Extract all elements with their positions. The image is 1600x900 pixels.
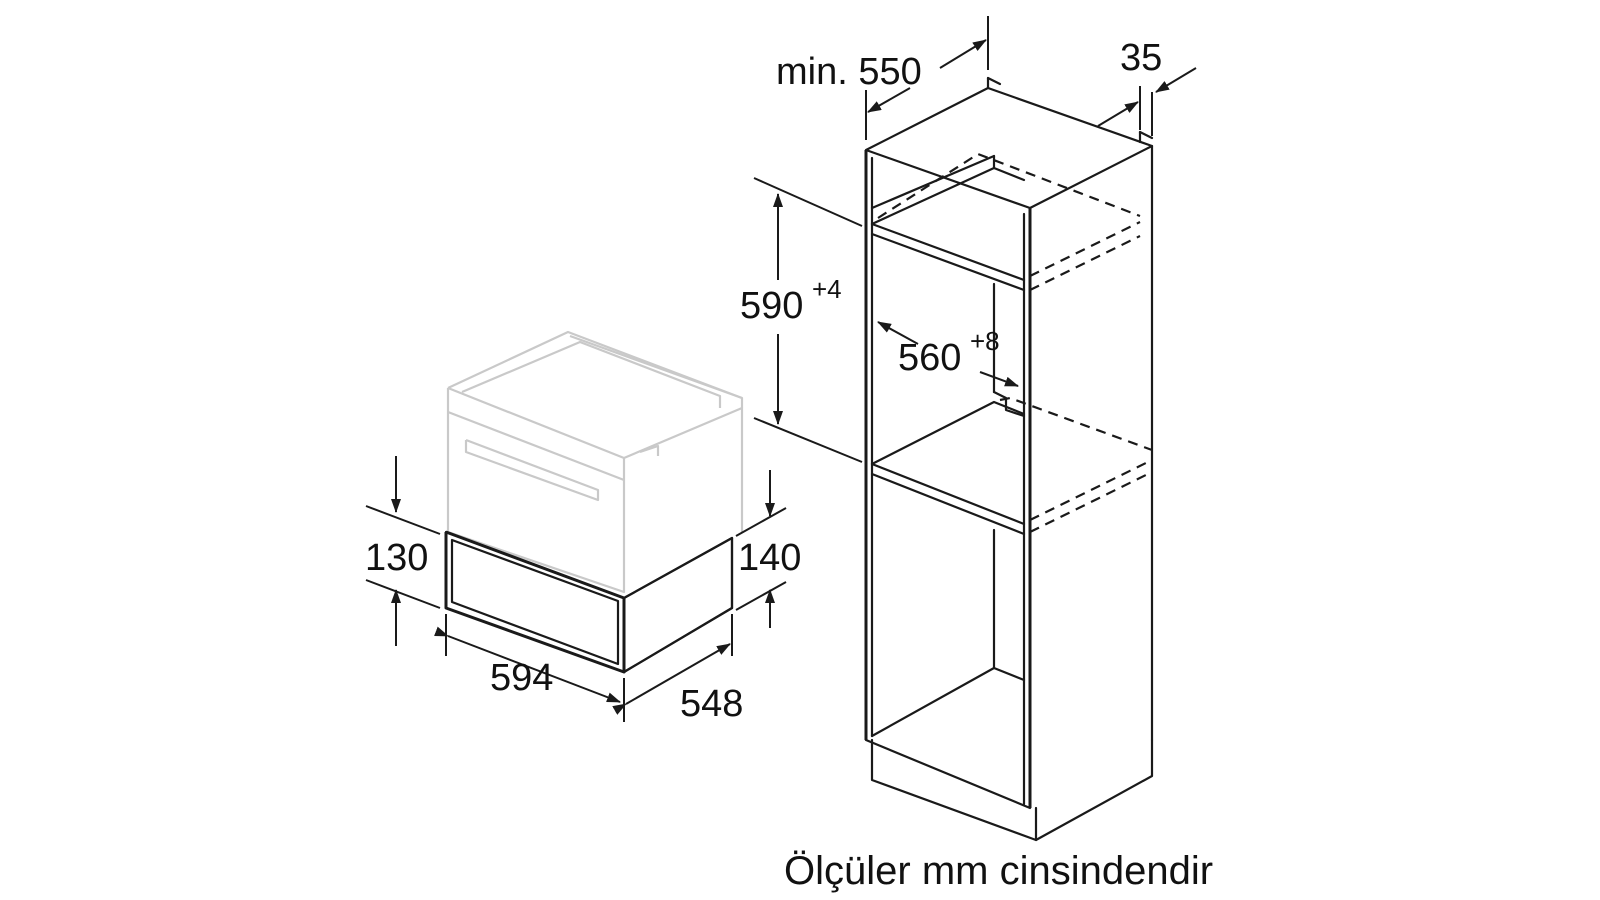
dim-tol-590: +4 bbox=[812, 274, 842, 304]
dim-590 bbox=[753, 177, 863, 463]
dim-35 bbox=[1097, 67, 1197, 136]
dim-label-35: 35 bbox=[1120, 37, 1162, 79]
dim-label-min-550: min. 550 bbox=[776, 51, 922, 93]
units-caption: Ölçüler mm cinsindendir bbox=[784, 849, 1213, 893]
dim-560 bbox=[877, 321, 1019, 387]
dim-tol-560: +8 bbox=[970, 326, 1000, 356]
ghost-oven bbox=[446, 330, 744, 594]
dim-label-130: 130 bbox=[365, 537, 428, 579]
dim-548 bbox=[612, 614, 733, 715]
dim-label-548: 548 bbox=[680, 683, 743, 725]
dim-140 bbox=[735, 470, 787, 628]
tall-cabinet bbox=[864, 76, 1154, 842]
dim-130 bbox=[365, 456, 441, 646]
dim-min-550 bbox=[865, 16, 989, 140]
dim-label-590: 590 bbox=[740, 285, 803, 327]
dim-label-140: 140 bbox=[738, 537, 801, 579]
dim-label-594: 594 bbox=[490, 657, 553, 699]
dim-label-560: 560 bbox=[898, 337, 961, 379]
